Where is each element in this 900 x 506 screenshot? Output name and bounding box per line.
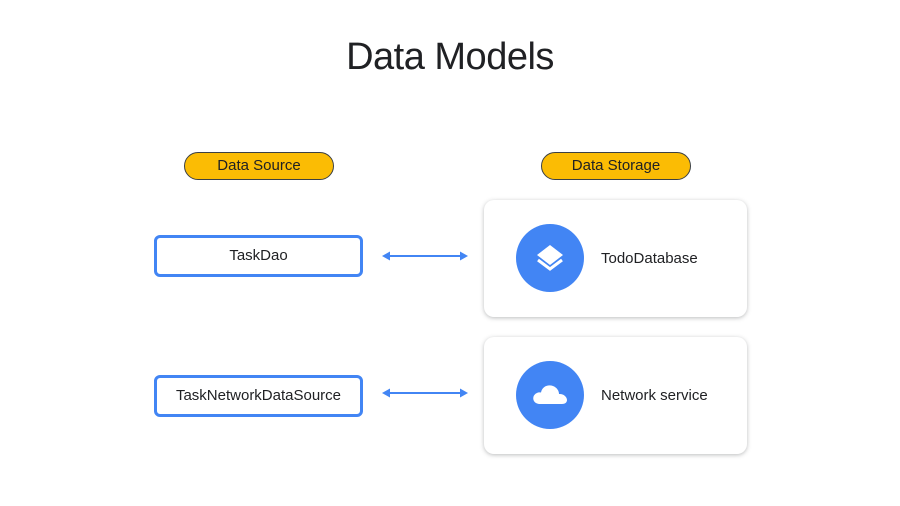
bidirectional-arrow [382, 251, 468, 261]
source-box-tasknetworkdatasource: TaskNetworkDataSource [154, 375, 363, 417]
storage-card-network: Network service [484, 337, 747, 454]
page-title: Data Models [346, 36, 554, 78]
storage-label: Network service [601, 387, 708, 404]
data-source-header: Data Source [184, 152, 334, 180]
bidirectional-arrow [382, 388, 468, 398]
data-storage-header: Data Storage [541, 152, 691, 180]
layers-icon [516, 224, 584, 292]
storage-card-database: TodoDatabase [484, 200, 747, 317]
storage-label: TodoDatabase [601, 250, 698, 267]
source-box-taskdao: TaskDao [154, 235, 363, 277]
cloud-icon [516, 361, 584, 429]
